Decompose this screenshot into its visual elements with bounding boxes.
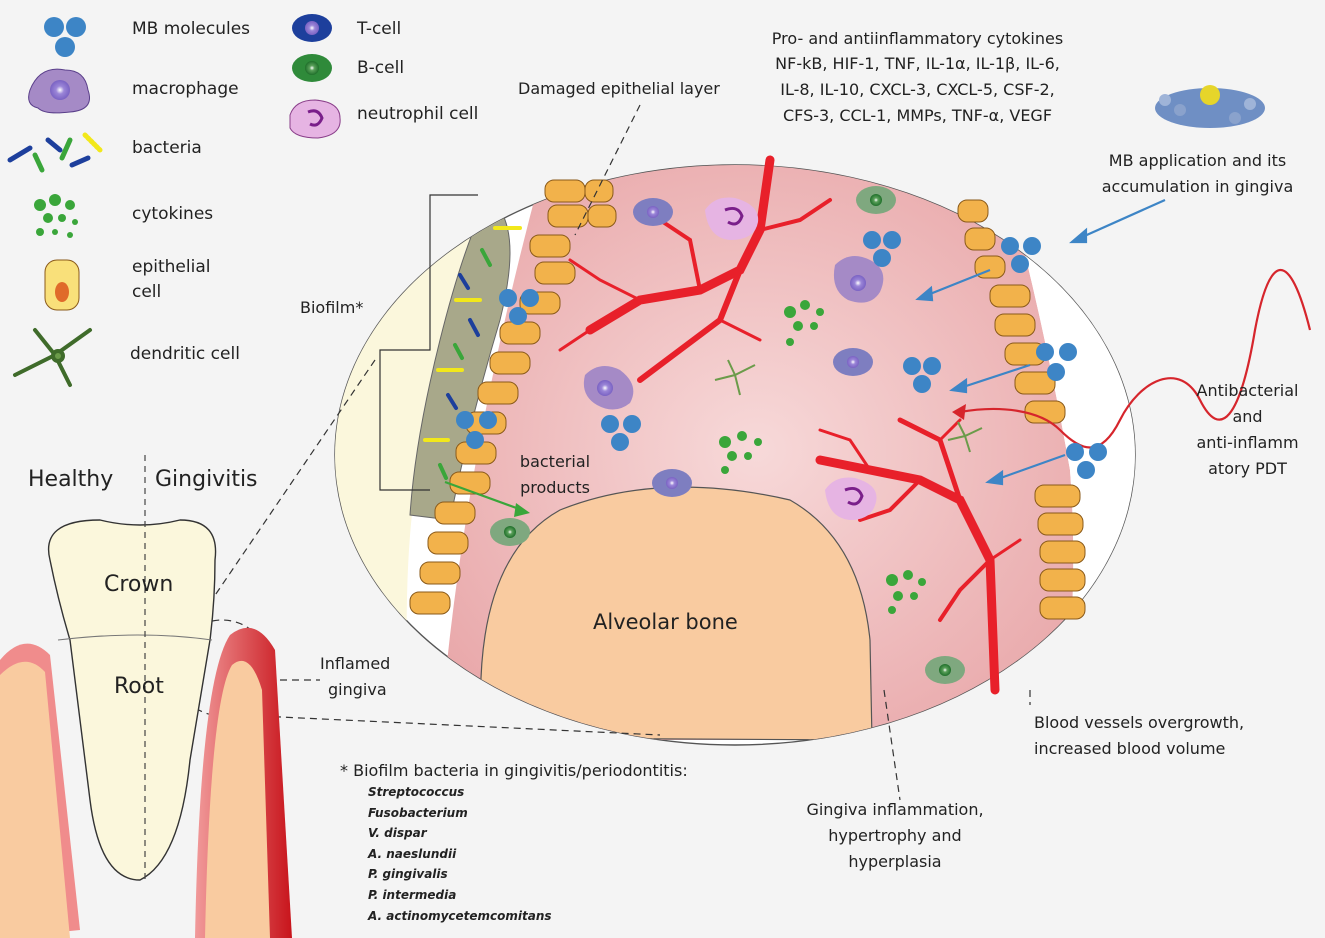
mb-molecule-model	[1155, 85, 1265, 128]
bacterial-products-label-2: products	[520, 478, 590, 497]
gingivitis-label: Gingivitis	[155, 467, 258, 492]
legend-label-dendritic: dendritic cell	[130, 344, 240, 364]
tissue-cells	[490, 186, 965, 684]
legend-label-cytokines: cytokines	[132, 204, 214, 224]
gingiva-inflammation-label-1: Gingiva inflammation,	[806, 800, 984, 819]
tissue-mb-molecules	[456, 231, 1107, 479]
root-label: Root	[114, 674, 164, 699]
legend-icon-mb-molecules	[44, 17, 86, 57]
crown-label: Crown	[104, 572, 174, 597]
mb-application-label-2: accumulation in gingiva	[1101, 177, 1294, 196]
legend-icon-b-cell	[292, 54, 332, 82]
inflamed-label-2: gingiva	[328, 680, 387, 699]
species-item: Fusobacterium	[368, 805, 468, 820]
legend-icon-t-cell	[292, 14, 332, 42]
biofilm-label: Biofilm*	[300, 298, 364, 317]
legend-icon-neutrophil	[289, 99, 341, 139]
species-item: A. naeslundii	[368, 846, 457, 861]
cytokines-line-4: CFS-3, CCL-1, MMPs, TNF-α, VEGF	[782, 106, 1053, 125]
gingiva-inflammation-label-2: hypertrophy and	[828, 826, 962, 845]
legend-label-neutrophil: neutrophil cell	[357, 104, 479, 124]
species-item: Streptococcus	[368, 785, 465, 799]
tissue-dendritic-cells	[714, 359, 983, 453]
species-item: P. gingivalis	[368, 867, 448, 882]
alveolar-bone-label: Alveolar bone	[593, 610, 738, 634]
legend-label-macrophage: macrophage	[132, 79, 239, 99]
epithelial-column-left	[409, 179, 617, 615]
biofilm-bracket	[379, 194, 478, 491]
bacterial-products-label-1: bacterial	[519, 452, 591, 471]
legend-label-mb-molecules: MB molecules	[132, 19, 251, 39]
legend-icon-bacteria	[7, 132, 103, 173]
cytokines-line-2: NF-kB, HIF-1, TNF, IL-1α, IL-1β, IL-6,	[775, 54, 1060, 73]
legend-label-t-cell: T-cell	[357, 19, 402, 39]
legend-icon-macrophage	[28, 68, 90, 114]
legend-label-epithelial-1: epithelial	[132, 257, 211, 277]
mb-arrows	[915, 198, 1166, 486]
legend-label-bacteria: bacteria	[132, 138, 202, 158]
epithelial-column-right	[957, 199, 1086, 620]
pdt-label-3: anti-inflamm	[1196, 433, 1299, 452]
pdt-label-1: Antibacterial	[1196, 381, 1299, 400]
blood-vessels	[558, 155, 1022, 695]
mb-application-label-1: MB application and its	[1108, 151, 1287, 170]
blood-vessels-label-2: increased blood volume	[1034, 739, 1226, 758]
legend-icon-epithelial-cell	[44, 259, 80, 311]
footnote-title: * Biofilm bacteria in gingivitis/periodo…	[340, 761, 688, 780]
legend-icon-dendritic-cell	[13, 328, 92, 387]
species-list: Streptococcus Fusobacterium V. dispar A.…	[368, 782, 552, 926]
cytokines-title: Pro- and antiinflammatory cytokines	[771, 29, 1064, 48]
bacterial-products-arrow	[444, 480, 523, 512]
tooth-illustration	[0, 455, 292, 938]
inflamed-label-1: Inflamed	[320, 654, 391, 673]
species-item: P. intermedia	[368, 887, 457, 902]
healthy-label: Healthy	[28, 467, 114, 492]
species-item: A. actinomycetemcomitans	[368, 908, 552, 923]
gingiva-inflammation-label-3: hyperplasia	[848, 852, 942, 871]
species-item: V. dispar	[368, 826, 427, 841]
legend-icon-cytokines	[34, 194, 78, 238]
biofilm-bacteria	[423, 226, 522, 480]
legend-label-epithelial-2: cell	[132, 282, 162, 302]
pdt-label-2: and	[1232, 407, 1263, 426]
damaged-epithelial-label: Damaged epithelial layer	[518, 79, 720, 98]
pdt-light-wave	[959, 268, 1312, 449]
pdt-label-4: atory PDT	[1208, 459, 1287, 478]
cytokines-line-3: IL-8, IL-10, CXCL-3, CXCL-5, CSF-2,	[780, 80, 1055, 99]
legend-label-b-cell: B-cell	[357, 58, 405, 78]
tissue-cytokines	[719, 300, 926, 614]
blood-vessels-label-1: Blood vessels overgrowth,	[1034, 713, 1245, 732]
